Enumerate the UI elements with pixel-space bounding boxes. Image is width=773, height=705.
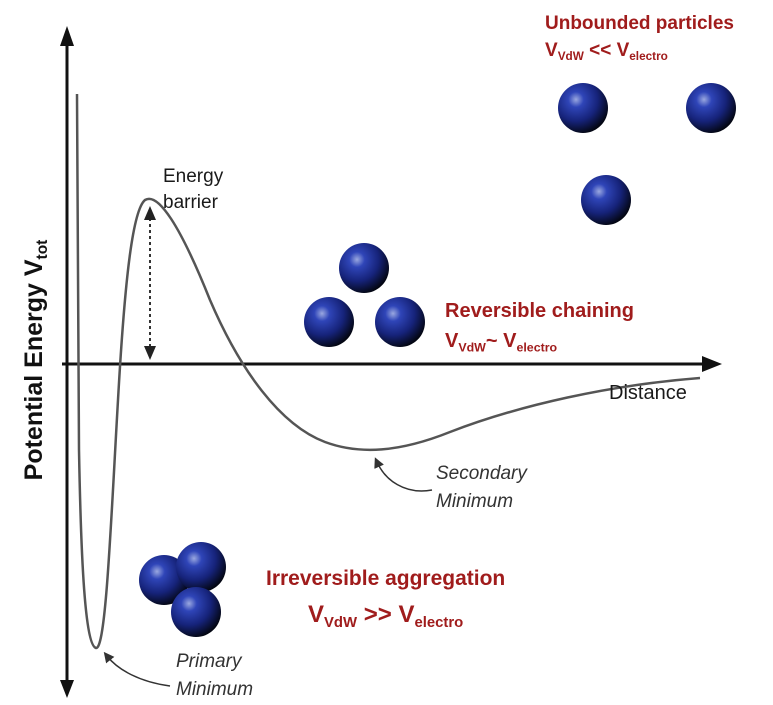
unbounded-title: Unbounded particles [545,13,734,34]
x-axis-label: Distance [609,382,687,404]
energy-barrier-label: Energy barrier [163,166,224,213]
unbounded-particle [686,83,736,133]
aggregation-relation: VVdW >> Velectro [308,601,464,632]
y-axis-arrow-top [60,26,74,46]
y-axis-arrow-bottom [60,680,74,698]
chaining-particle [304,297,354,347]
unbounded-particle [581,175,631,225]
aggregation-particle [171,587,221,637]
secondary-minimum-pointer [374,457,433,492]
unbounded-label: Unbounded particles VVdW << Velectro [545,10,734,70]
chaining-label: Reversible chaining VVdW~ Velectro [445,296,634,362]
y-axis-label: Potential Energy Vtot [19,239,52,481]
aggregation-particle [176,542,226,592]
chaining-title: Reversible chaining [445,300,634,322]
x-axis-arrow [702,356,722,372]
aggregation-label: Irreversible aggregation VVdW >> Velectr… [266,561,505,641]
unbounded-particle [558,83,608,133]
aggregation-title: Irreversible aggregation [266,567,506,590]
chaining-particle [339,243,389,293]
primary-minimum-label: Primary Minimum [176,651,254,700]
primary-minimum-pointer [103,651,171,687]
chaining-relation: VVdW~ Velectro [445,330,558,355]
energy-barrier-arrow-head-bottom [144,346,156,360]
chaining-particle [375,297,425,347]
secondary-minimum-label: Secondary Minimum [436,463,527,512]
potential-energy-curve [75,93,701,650]
unbounded-relation: VVdW << Velectro [545,40,668,64]
energy-barrier-arrow-head-top [144,206,156,220]
